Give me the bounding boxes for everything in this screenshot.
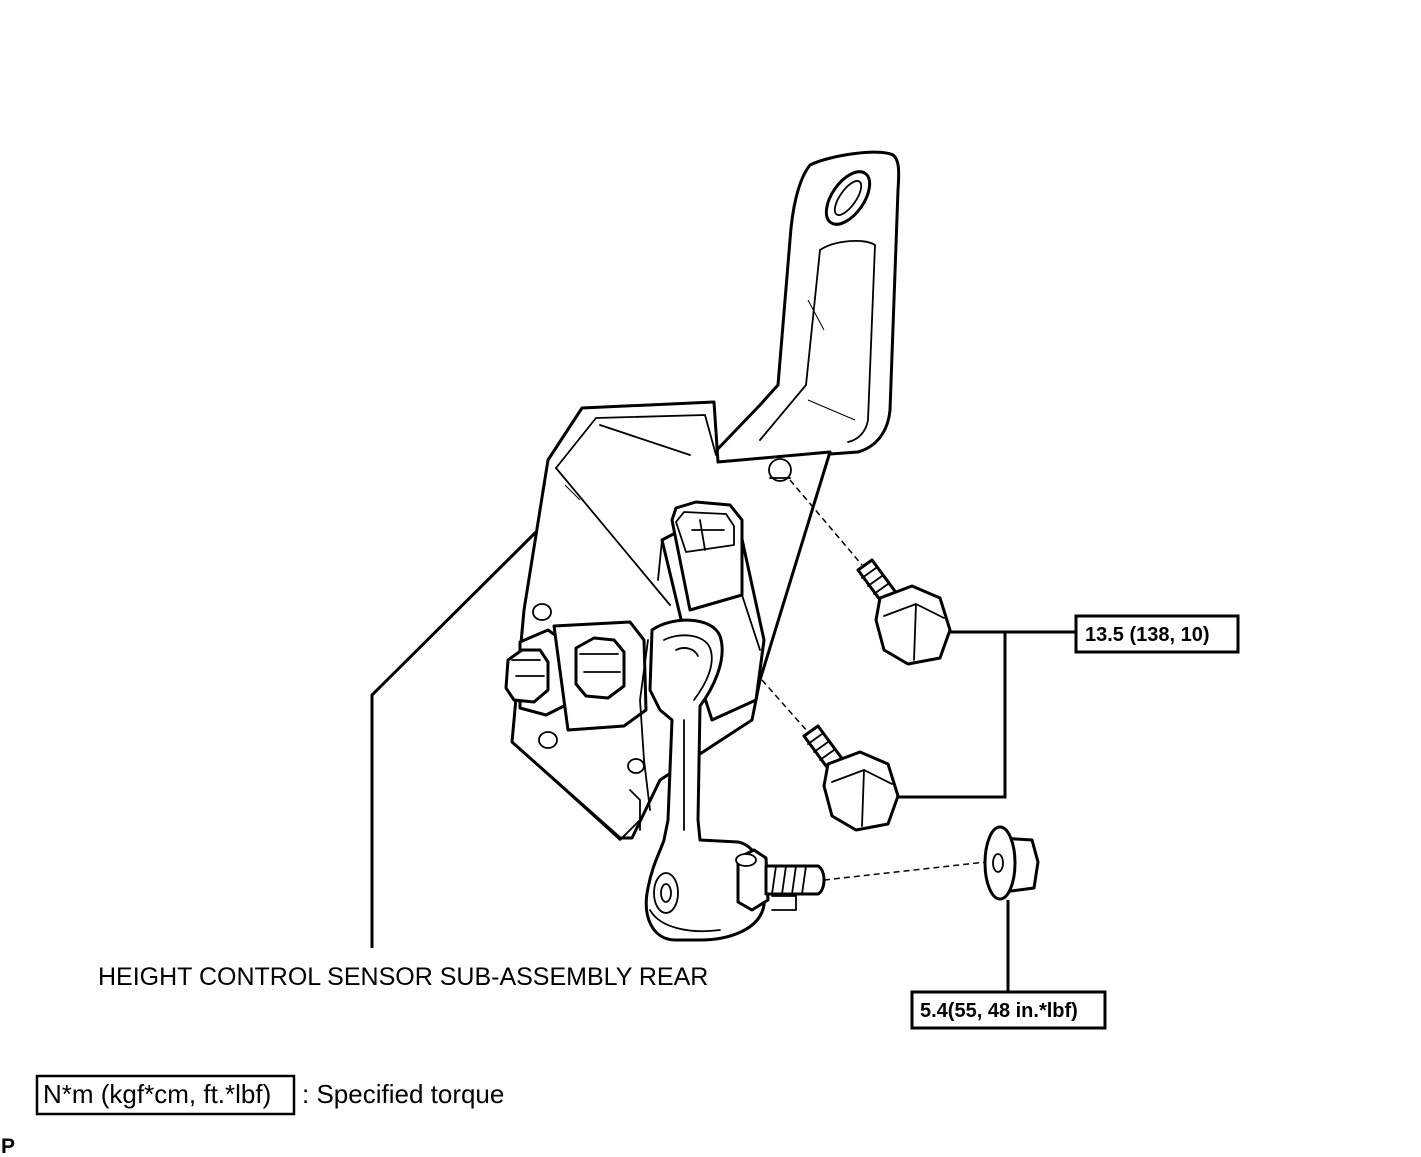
corner-mark: P xyxy=(1,1135,15,1157)
torque-value-nut: 5.4(55, 48 in.*lbf) xyxy=(920,1000,1078,1022)
sensor-mount-nuts xyxy=(504,603,648,774)
flange-nut xyxy=(983,825,1040,901)
assembly-guide-lines xyxy=(761,479,987,881)
part-name-label: HEIGHT CONTROL SENSOR SUB-ASSEMBLY REAR xyxy=(98,963,708,991)
torque-value-bolts: 13.5 (138, 10) xyxy=(1085,624,1210,646)
leader-lines xyxy=(370,530,1076,992)
torque-callout-nut: 5.4(55, 48 in.*lbf) xyxy=(910,990,1107,1030)
upper-bolt xyxy=(856,558,952,666)
legend-description: : Specified torque xyxy=(302,1079,504,1109)
legend-unit-box: N*m (kgf*cm, ft.*lbf) xyxy=(43,1079,271,1109)
lower-bolt xyxy=(802,724,900,832)
mounting-bracket xyxy=(710,150,901,464)
sensor-body xyxy=(657,500,766,722)
torque-legend: N*m (kgf*cm, ft.*lbf) : Specified torque xyxy=(35,1074,504,1116)
link-ball-stud xyxy=(735,848,826,912)
torque-callout-bolts: 13.5 (138, 10) xyxy=(1074,614,1240,654)
